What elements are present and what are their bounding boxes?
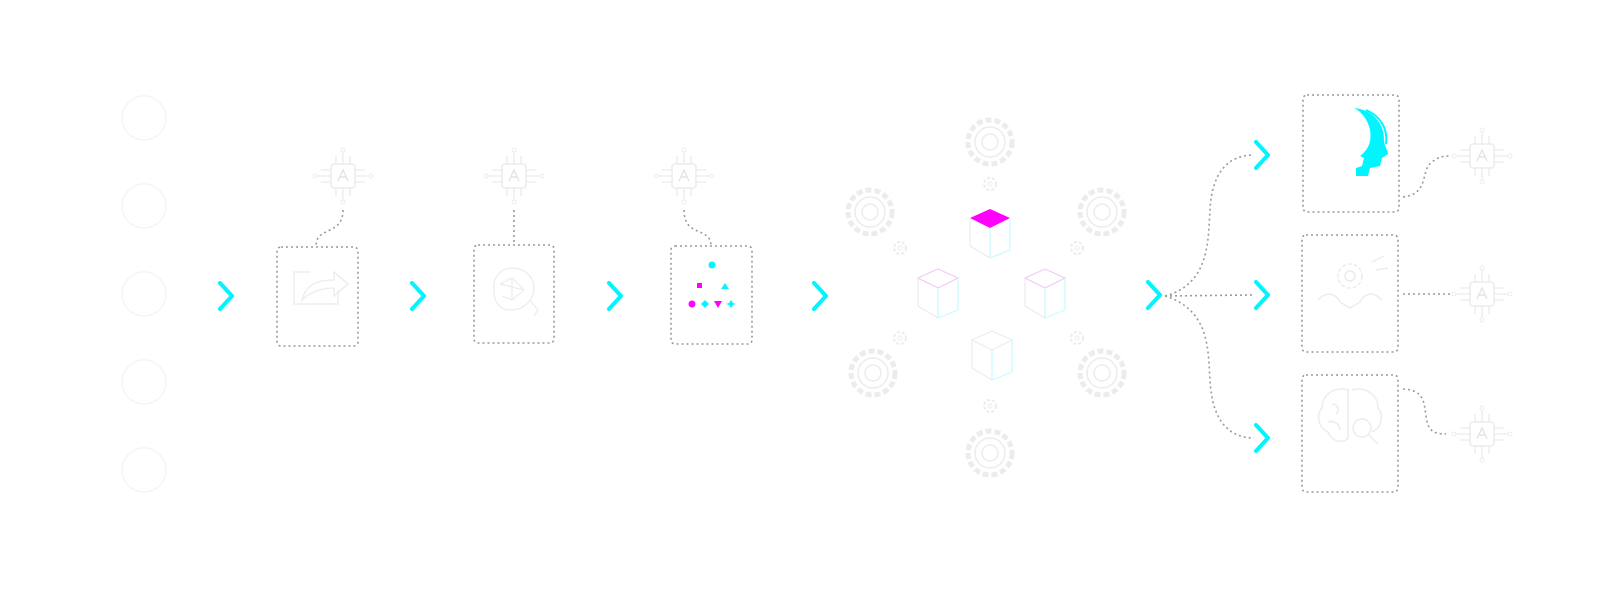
cube-icon-highlighted	[969, 209, 1011, 259]
input-column	[121, 95, 167, 493]
branch-connectors	[1164, 154, 1255, 439]
small-gear-icon	[1070, 241, 1084, 255]
input-node	[121, 271, 167, 317]
output-brain-search	[1301, 374, 1513, 493]
cube-icon	[970, 330, 1014, 381]
gear-icon	[851, 351, 895, 395]
share-export-icon	[293, 270, 350, 305]
small-gear-icon	[893, 241, 907, 255]
output-box	[1301, 234, 1399, 353]
stage-box	[670, 245, 753, 345]
flow-arrow-icon	[1146, 280, 1162, 310]
ai-chip-icon	[653, 147, 715, 205]
input-node	[121, 447, 167, 493]
input-node	[121, 359, 167, 405]
human-head-profile-icon	[1354, 108, 1388, 176]
cube-icon	[1023, 268, 1067, 319]
ai-chip-icon	[483, 147, 545, 205]
gear-hands-icon	[1317, 255, 1389, 309]
input-node	[121, 183, 167, 229]
gear-icon	[1080, 190, 1124, 234]
cube-icon	[916, 268, 960, 319]
brain-search-icon	[1317, 388, 1383, 445]
stage-neural	[473, 147, 555, 344]
flow-arrow-icon	[218, 281, 234, 311]
stage-export	[276, 147, 374, 347]
flow-arrow-icon	[1254, 280, 1270, 310]
gear-icon	[1080, 351, 1124, 395]
flow-arrow-icon	[410, 281, 426, 311]
stage-box	[473, 244, 555, 344]
stage-cluster	[653, 147, 753, 345]
flow-arrow-icon	[607, 281, 623, 311]
input-node	[121, 95, 167, 141]
small-gear-icon	[983, 399, 997, 413]
flow-arrow-icon	[1254, 423, 1270, 453]
model-hub	[848, 120, 1124, 475]
clustering-shapes-icon	[688, 261, 736, 308]
gear-icon	[848, 190, 892, 234]
ai-chip-icon	[312, 147, 374, 205]
ai-chip-icon	[1451, 405, 1513, 463]
small-gear-icon	[983, 177, 997, 191]
gear-icon	[968, 431, 1012, 475]
small-gear-icon	[893, 331, 907, 345]
flow-arrow-icon	[1254, 140, 1270, 170]
brain-network-icon	[493, 267, 539, 317]
output-box	[1301, 374, 1399, 493]
ai-chip-icon	[1451, 127, 1513, 185]
output-gear-hands	[1301, 234, 1513, 353]
stage-box	[276, 246, 359, 347]
output-human	[1302, 94, 1513, 213]
flow-arrow-icon	[812, 281, 828, 311]
small-gear-icon	[1070, 331, 1084, 345]
gear-icon	[968, 120, 1012, 164]
ai-chip-icon	[1451, 265, 1513, 323]
